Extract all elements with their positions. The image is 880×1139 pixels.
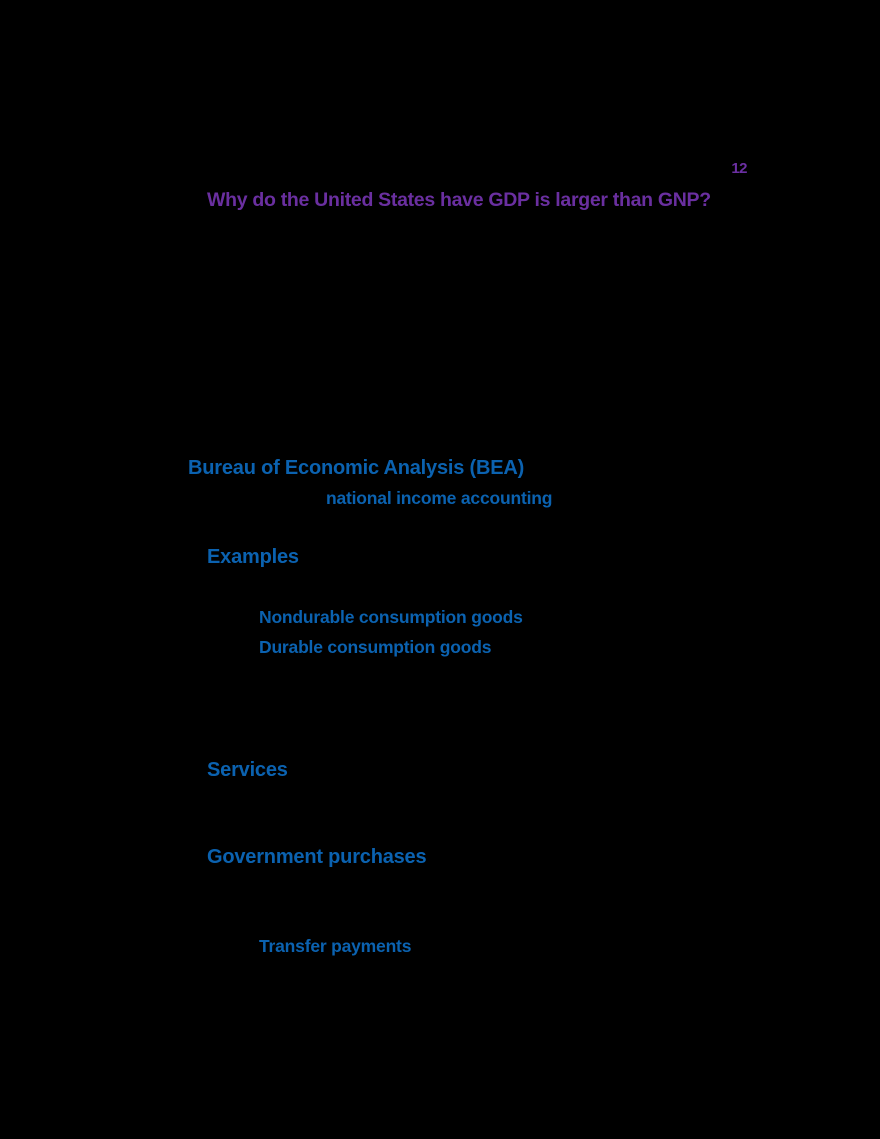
heading-bureau-economic-analysis: Bureau of Economic Analysis (BEA) <box>188 457 525 479</box>
heading-examples: Examples <box>207 546 299 568</box>
subheading-national-income-accounting: national income accounting <box>326 488 553 508</box>
list-item-durable-goods: Durable consumption goods <box>259 637 492 657</box>
page-number: 12 <box>731 160 747 177</box>
heading-services: Services <box>207 759 288 781</box>
list-item-nondurable-goods: Nondurable consumption goods <box>259 607 523 627</box>
heading-government-purchases: Government purchases <box>207 846 427 868</box>
slide-title: Why do the United States have GDP is lar… <box>207 189 711 211</box>
list-item-transfer-payments: Transfer payments <box>259 936 412 956</box>
